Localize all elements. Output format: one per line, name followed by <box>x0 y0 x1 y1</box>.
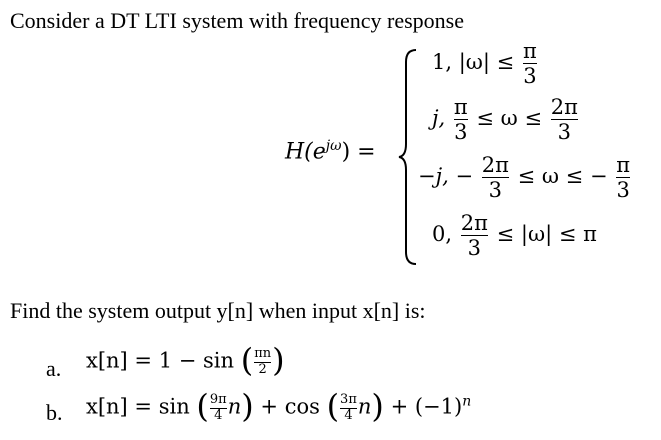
h-close: ) = <box>341 139 376 165</box>
case-1-den: 3 <box>523 64 537 89</box>
case-3-hi-den: 3 <box>616 178 630 203</box>
item-b-t2-num: 3π <box>340 392 357 408</box>
h-exponent: jω <box>325 138 342 154</box>
item-b-tail-exp: n <box>462 393 472 410</box>
intro-text: Consider a DT LTI system with frequency … <box>10 8 464 33</box>
h-symbol: H(e <box>285 139 326 165</box>
case-1-value: 1, <box>432 50 453 75</box>
case-1-condition: |ω| ≤ <box>458 50 515 75</box>
case-2-value: j, <box>432 106 446 131</box>
item-b-n-2: n <box>357 394 372 419</box>
question-text: Find the system output y[n] when input x… <box>10 298 426 323</box>
case-2-hi-num: 2π <box>550 95 578 119</box>
case-2-lo-num: π <box>453 95 468 119</box>
item-b-t1-num: 9π <box>209 392 227 408</box>
item-b-cos: + cos <box>260 394 320 419</box>
close-paren: ) <box>241 387 254 425</box>
case-3-hi-num: π <box>616 153 631 177</box>
item-a-label: a. <box>46 356 62 381</box>
close-paren: ) <box>272 341 285 379</box>
case-2-hi-den: 3 <box>557 120 571 145</box>
item-b-label: b. <box>46 400 63 425</box>
case-3-lo-den: 3 <box>488 178 503 203</box>
case-3-lo-num: 2π <box>481 153 509 177</box>
case-2-lo-den: 3 <box>454 120 468 145</box>
item-a-num: πn <box>254 346 272 362</box>
left-brace-icon <box>398 49 417 265</box>
open-paren: ( <box>196 387 209 425</box>
case-4-condition: ≤ |ω| ≤ π <box>496 222 597 247</box>
item-b-t2-den: 4 <box>344 407 353 423</box>
case-4-num: 2π <box>460 211 488 235</box>
item-b-t1-den: 4 <box>214 407 223 423</box>
item-b-tail: + (−1) <box>390 394 463 419</box>
case-4-value: 0, <box>432 222 453 247</box>
case-3-condition: ≤ ω ≤ − <box>517 164 608 189</box>
open-paren: ( <box>240 341 254 379</box>
item-b-lhs: x[n] = sin <box>86 394 190 419</box>
case-1-num: π <box>522 39 537 63</box>
item-b-n-1: n <box>227 394 242 419</box>
frequency-response-lhs: H(ejω) = <box>285 138 376 164</box>
case-2-condition: ≤ ω ≤ <box>476 106 543 131</box>
open-paren: ( <box>326 387 340 425</box>
close-paren: ) <box>371 387 384 425</box>
item-a-lhs: x[n] = 1 − sin <box>86 348 235 373</box>
item-a-den: 2 <box>258 361 267 377</box>
case-4-den: 3 <box>467 236 481 261</box>
case-3-value: −j, − <box>418 164 474 189</box>
